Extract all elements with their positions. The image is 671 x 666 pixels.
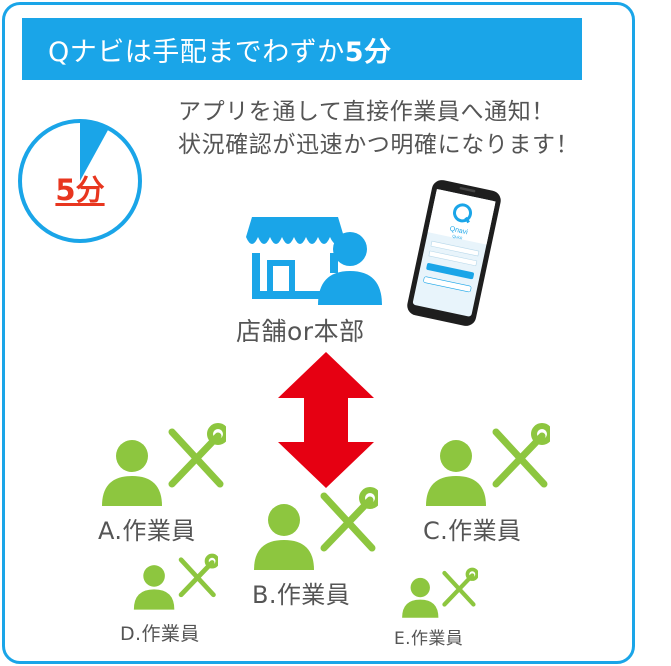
smartphone-icon: Qnavi Quick: [403, 178, 505, 328]
timer-label: 5分: [55, 173, 105, 207]
wrench-screwdriver-icon: [320, 487, 378, 552]
worker-e-label: E.作業員: [394, 629, 464, 649]
subtitle-line-2: 状況確認が迅速かつ明確になります！: [178, 132, 580, 158]
subtitle-line-1: アプリを通して直接作業員へ通知！: [178, 99, 555, 125]
worker-d-icon: [132, 553, 218, 611]
person-icon: [102, 440, 162, 506]
worker-a-icon: [100, 422, 226, 508]
phone-app-sub: Quick: [452, 233, 463, 240]
phone-app-name: Qnavi: [449, 226, 469, 237]
double-arrow-vertical-icon: [276, 350, 376, 490]
wrench-screwdriver-icon: [442, 567, 478, 607]
person-icon: [254, 504, 314, 570]
title-text: Qナビは手配までわずか: [48, 36, 345, 68]
wrench-screwdriver-icon: [492, 423, 550, 488]
wrench-screwdriver-icon: [178, 553, 218, 598]
timer-icon: 5分: [14, 115, 146, 247]
worker-a-label: A.作業員: [98, 517, 196, 545]
worker-c-label: C.作業員: [423, 517, 522, 545]
person-icon: [318, 232, 382, 305]
person-icon: [402, 577, 439, 618]
content-frame: [2, 2, 635, 664]
person-icon: [133, 565, 175, 610]
worker-b-icon: [252, 486, 378, 572]
worker-d-label: D.作業員: [120, 623, 200, 645]
storefront-icon: [246, 213, 386, 313]
wrench-screwdriver-icon: [168, 423, 226, 488]
worker-e-icon: [400, 567, 478, 619]
subtitle: アプリを通して直接作業員へ通知！ 状況確認が迅速かつ明確になります！: [178, 96, 638, 162]
worker-b-label: B.作業員: [252, 581, 351, 609]
person-icon: [426, 440, 486, 506]
timer-graphic: [18, 119, 142, 243]
title-emphasis: 5分: [344, 36, 392, 68]
store-label: 店舗or本部: [236, 317, 365, 346]
worker-c-icon: [424, 422, 550, 508]
timer-wedge: [80, 121, 109, 181]
